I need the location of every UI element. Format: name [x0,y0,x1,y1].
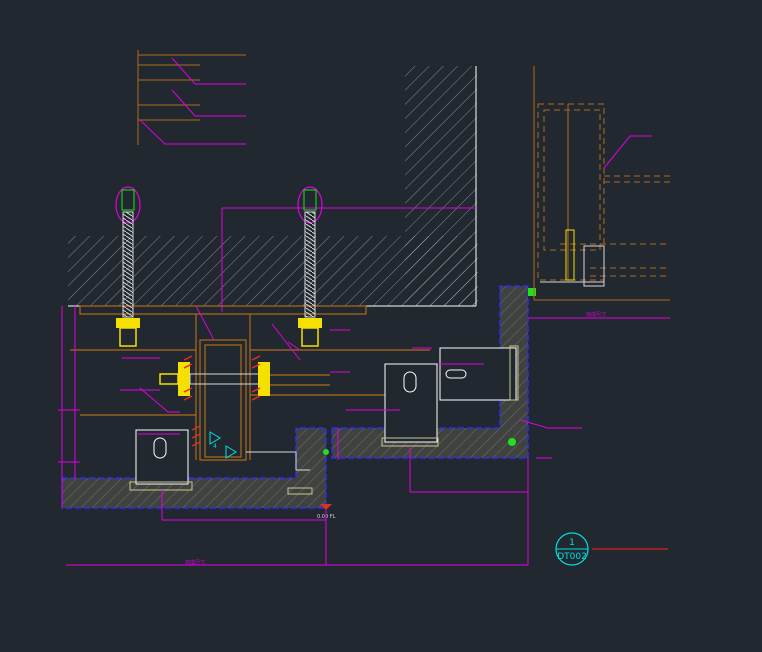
small-arrow-label: 4 [213,443,217,450]
stone-panel-bottom [61,427,327,509]
right-dimension-label: 完成尺寸 [586,311,606,318]
detail-number: 1 [569,538,575,548]
dimension-lines [58,305,670,566]
anchor-bolt-left [115,186,141,347]
concrete-slab [68,66,478,312]
clip-box-bottom [129,429,193,491]
detail-callout: 1 DT002 [555,532,668,566]
horizontal-bolt [159,355,270,447]
clip-box-right [287,345,519,495]
anchor-bolt-right [297,186,323,347]
detail-sheet: DT002 [557,552,587,562]
overall-dimension-label: 完成尺寸 [185,559,205,566]
top-left-leaders [139,57,246,145]
window-frame-detail [533,66,670,301]
top-left-detail [137,50,246,145]
link-line: 4 [209,431,310,471]
